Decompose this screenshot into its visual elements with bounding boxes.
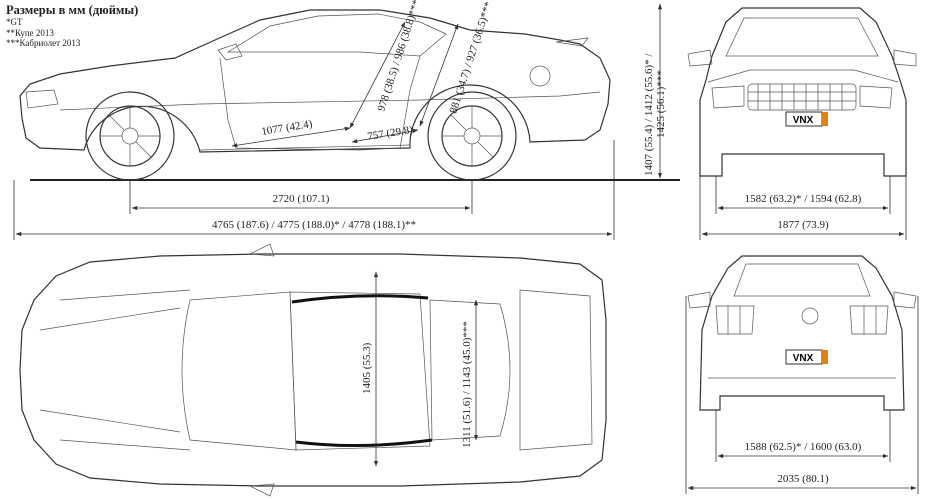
side-rocker: [199, 144, 411, 151]
side-mirror: [217, 43, 243, 61]
side-door-line: [219, 55, 421, 151]
headlight: [25, 89, 59, 109]
door-diag-rear-line: [419, 23, 459, 127]
front-mirror-right: [893, 49, 917, 67]
top-trunk: [519, 289, 593, 451]
legend-note-gt: *GT: [6, 17, 23, 28]
front-hub: [121, 127, 139, 145]
side-character-line: [59, 91, 601, 111]
width-label: 1877 (73.9): [777, 219, 829, 231]
top-body-outline: [19, 253, 607, 487]
rear-emblem: [801, 307, 819, 325]
rear-view: VNX 1588 (62.5)* / 1600 (63.0) 2035 (80.…: [685, 255, 919, 494]
top-rear-window: [429, 299, 511, 441]
front-plate-text: VNX: [793, 115, 814, 126]
length-label: 4765 (187.6) / 4775 (188.0)* / 4778 (188…: [212, 219, 416, 231]
wheelbase-label: 2720 (107.1): [273, 193, 330, 205]
door-horiz-line: [231, 126, 351, 148]
front-view: VNX 1582 (63.2)* / 1594 (62.8) 1877 (73.…: [687, 7, 917, 240]
roof-rear-edge: [295, 438, 433, 448]
rear-mirror-right: [893, 291, 917, 309]
rear-spoiler: [555, 37, 589, 47]
front-hood-line: [707, 69, 899, 83]
rear-hub: [463, 127, 481, 145]
front-wheel: [85, 91, 175, 181]
mirror-width-label: 2035 (80.1): [777, 473, 829, 485]
front-plate-flag: [822, 112, 828, 126]
roof-width-label: 1405 (55.3): [361, 342, 373, 394]
door-diag-front-label: 978 (38.5) / 986 (38.8)***: [375, 0, 422, 113]
rear-base-line: [351, 128, 419, 144]
tail-light-right: [849, 305, 889, 335]
front-mirror-left: [687, 49, 713, 67]
rear-track-label: 1588 (62.5)* / 1600 (63.0): [745, 441, 862, 453]
legend-note-convertible: ***Кабриолет 2013: [6, 38, 81, 49]
front-track-label: 1582 (63.2)* / 1594 (62.8): [745, 193, 862, 205]
top-windshield: [181, 291, 297, 451]
rear-body-outline: [699, 255, 905, 411]
top-mirror-left: [248, 243, 275, 257]
top-hood-lines: [39, 289, 191, 451]
fuel-cap: [529, 65, 551, 87]
rear-plate-text: VNX: [793, 353, 814, 364]
side-view: 978 (38.5) / 986 (38.8)*** 881 (34.7) / …: [13, 0, 680, 240]
top-view: 1405 (55.3) 1311 (51.6) / 1143 (45.0)***: [19, 243, 607, 497]
rear-base-label: 757 (29.8): [367, 124, 414, 143]
front-spokes: [100, 106, 160, 166]
legend: Размеры в мм (дюймы) *GT **Купе 2013 ***…: [6, 3, 138, 48]
side-body-outline: [19, 9, 611, 153]
rear-wheel: [427, 91, 517, 181]
interior-label: 1311 (51.6) / 1143 (45.0)***: [461, 321, 473, 448]
height-label: 1407 (55.4) / 1412 (55.6)* /: [643, 53, 655, 176]
top-mirror-right: [248, 483, 275, 497]
rear-mirror-left: [687, 291, 711, 309]
windshield: [725, 17, 879, 57]
rear-window: [733, 263, 871, 297]
headlight-right: [859, 85, 893, 109]
door-diag-front-line: [349, 21, 406, 129]
rear-plate-flag: [822, 350, 828, 364]
grille-mesh: [748, 84, 856, 110]
tail-light-left: [715, 305, 755, 335]
legend-note-coupe: **Купе 2013: [6, 27, 54, 38]
legend-title: Размеры в мм (дюймы): [6, 3, 139, 17]
height-label-2: 1425 (56.1)***: [655, 70, 667, 138]
front-grille: [747, 83, 857, 111]
roof-front-edge: [291, 294, 429, 304]
headlight-left: [711, 85, 745, 109]
top-roof: [289, 291, 431, 451]
